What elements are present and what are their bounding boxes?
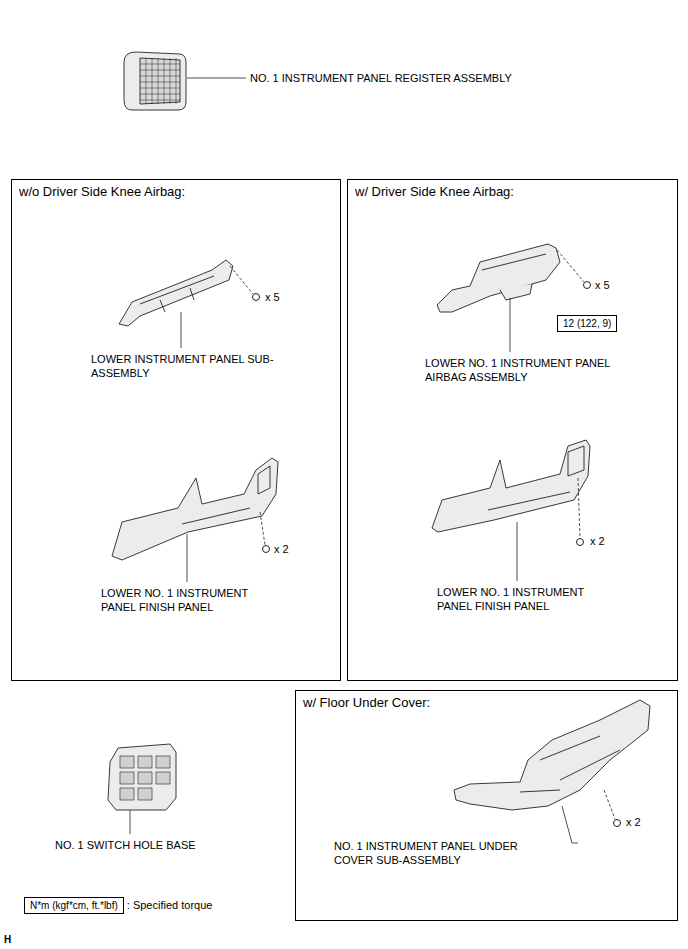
figure-code: H: [4, 933, 11, 947]
part-name: LOWER NO. 1 INSTRUMENT PANEL FINISH PANE…: [101, 586, 271, 614]
panel-heading: w/o Driver Side Knee Airbag:: [12, 180, 192, 203]
quantity: x 5: [595, 278, 610, 292]
torque-box: 12 (122, 9): [557, 315, 617, 332]
part-name: LOWER INSTRUMENT PANEL SUB-ASSEMBLY: [91, 352, 306, 380]
panel-heading: w/ Floor Under Cover:: [296, 691, 437, 714]
condition-panel: w/ Floor Under Cover:: [295, 690, 678, 921]
quantity: x 2: [274, 542, 289, 556]
quantity: x 5: [265, 290, 280, 304]
panel-heading: w/ Driver Side Knee Airbag:: [348, 180, 521, 203]
torque-value: 12 (122, 9): [563, 318, 611, 329]
part-name: LOWER NO. 1 INSTRUMENT PANEL FINISH PANE…: [437, 585, 607, 613]
quantity: x 2: [626, 815, 641, 829]
quantity: x 2: [590, 534, 605, 548]
part-name: NO. 1 SWITCH HOLE BASE: [55, 838, 196, 852]
legend-text: : Specified torque: [127, 898, 213, 912]
part-name: LOWER NO. 1 INSTRUMENT PANEL AIRBAG ASSE…: [425, 356, 640, 384]
part-name: NO. 1 INSTRUMENT PANEL REGISTER ASSEMBLY: [250, 71, 512, 85]
torque-value: N*m (kgf*cm, ft.*lbf): [30, 900, 118, 911]
torque-box: N*m (kgf*cm, ft.*lbf): [24, 897, 124, 914]
part-name: NO. 1 INSTRUMENT PANEL UNDER COVER SUB-A…: [334, 839, 549, 867]
